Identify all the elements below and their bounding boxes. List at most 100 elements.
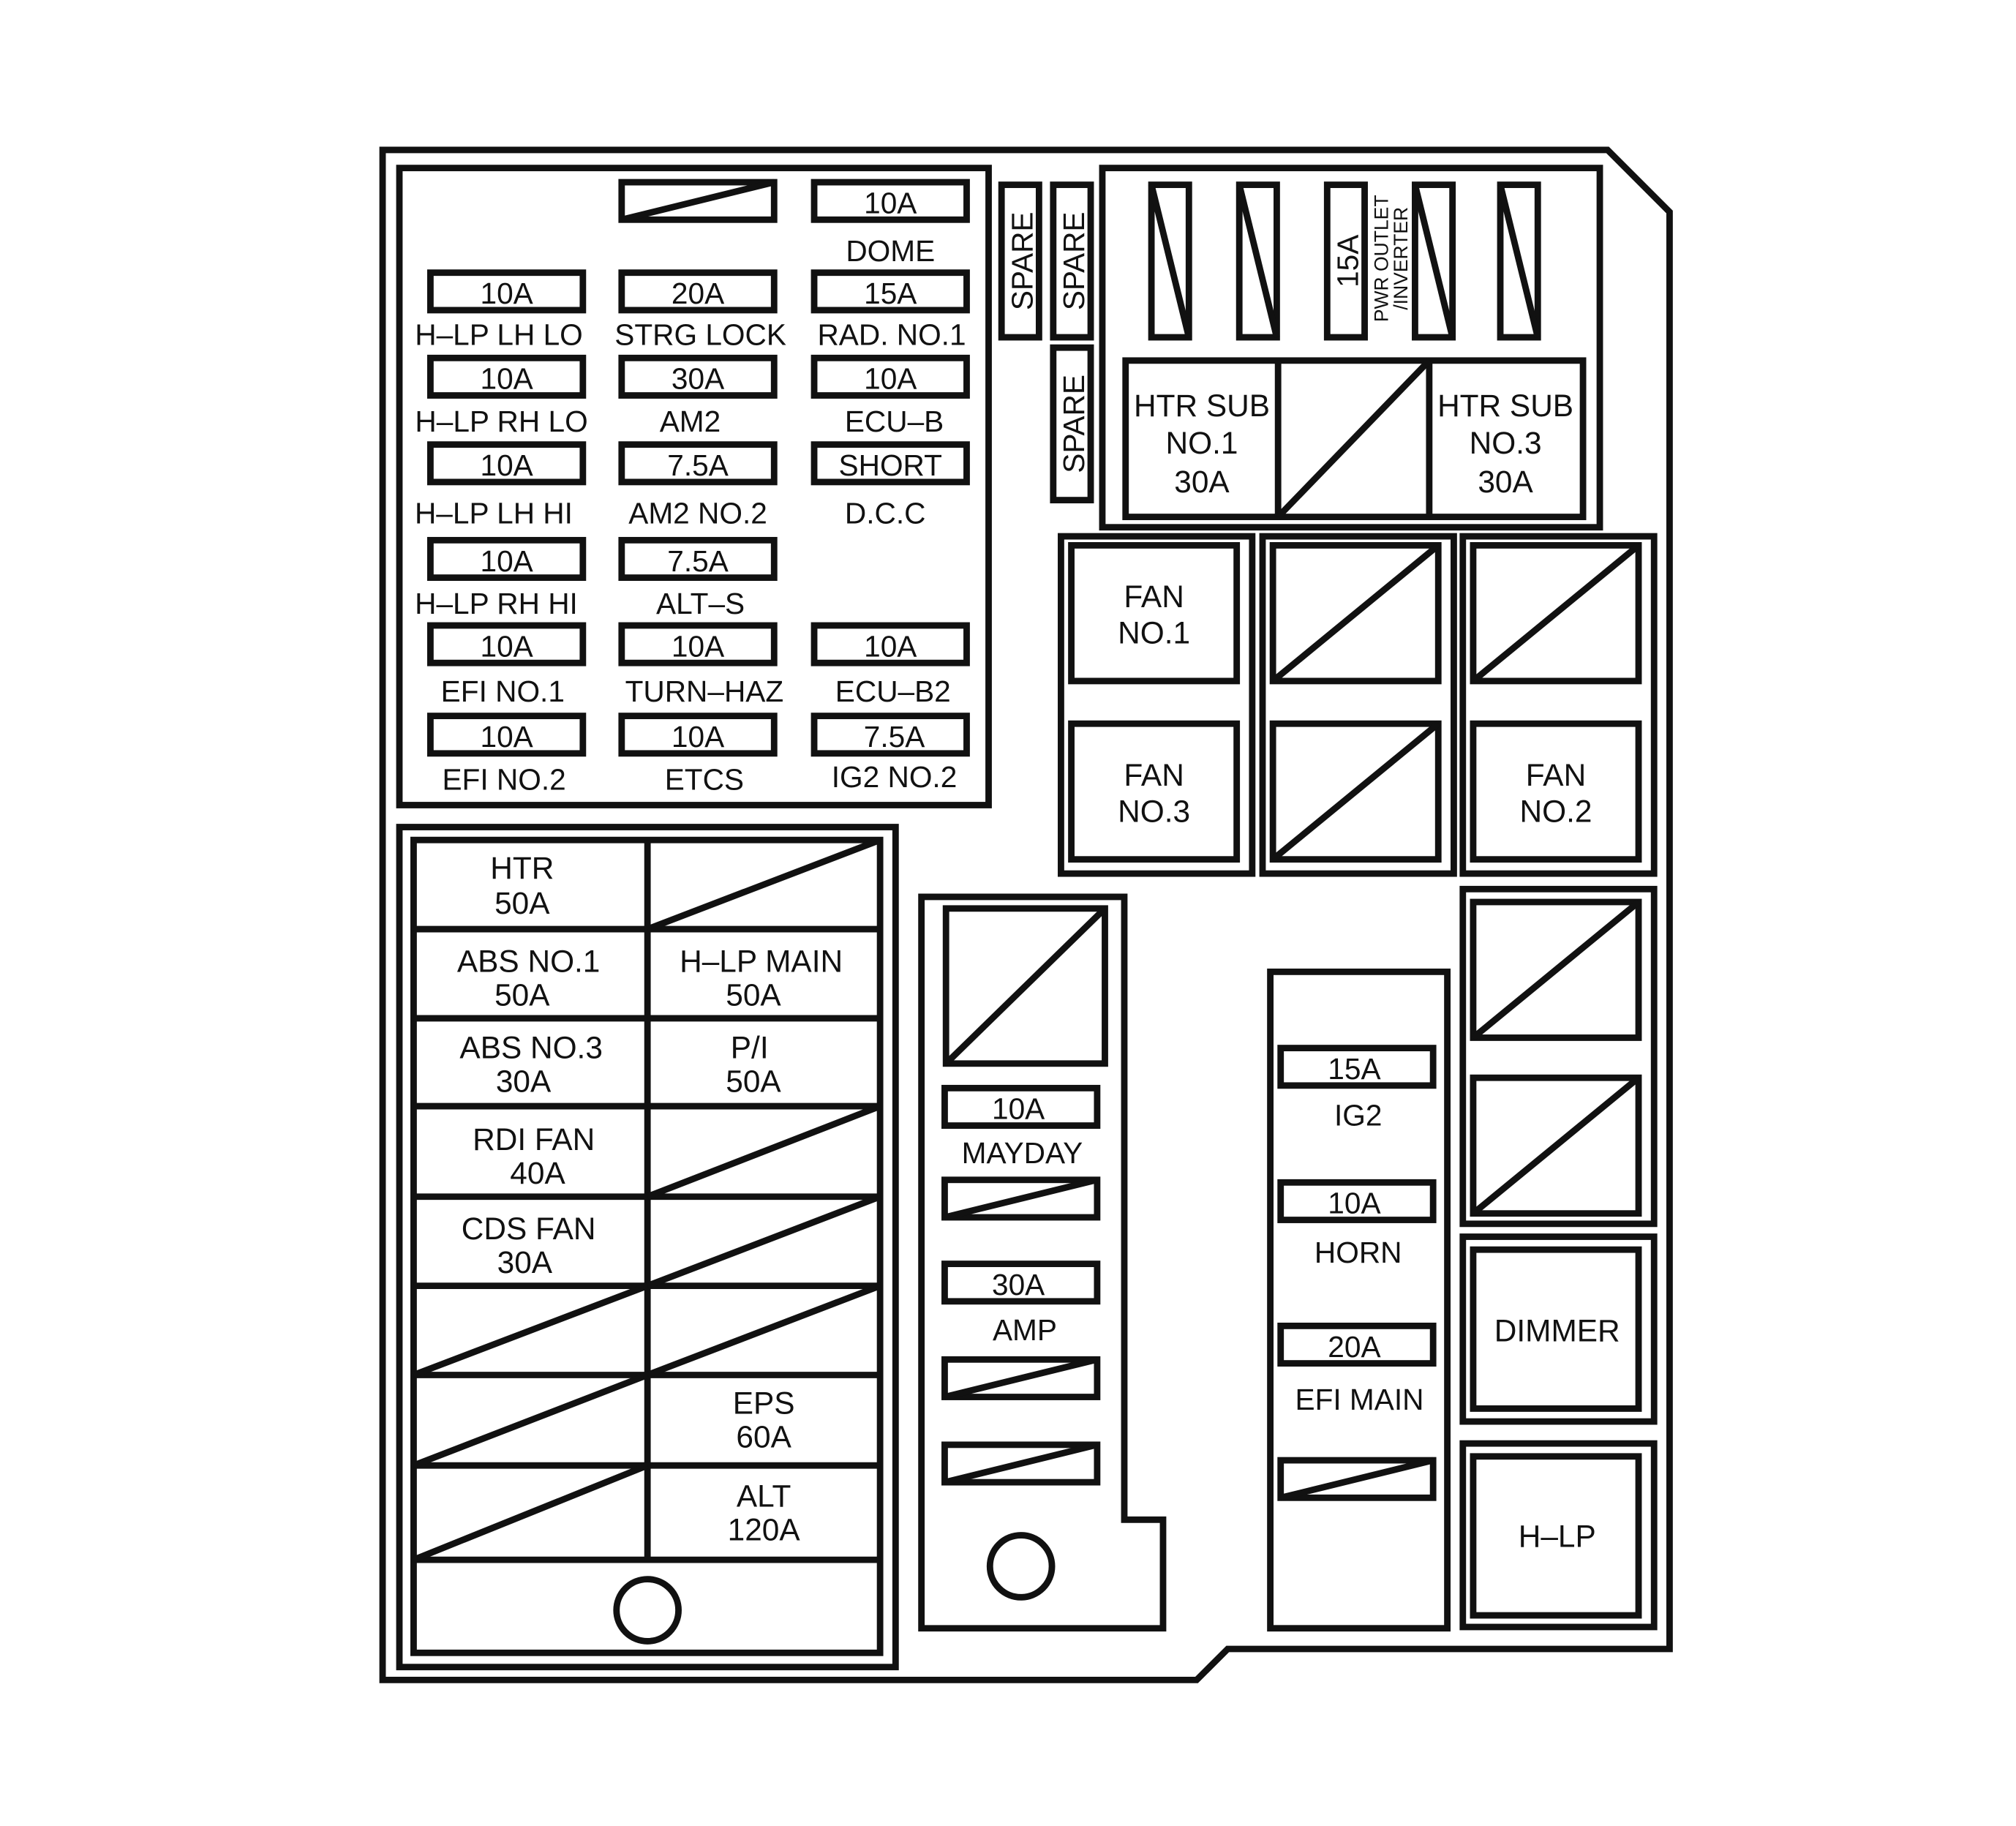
fusible-link-mounting-hole	[613, 1576, 682, 1645]
relay-line: NO.1	[1118, 616, 1190, 650]
fuse-label: ETCS	[665, 762, 744, 796]
fusible-link-block	[396, 824, 899, 1671]
relay-column-4	[1459, 885, 1658, 1228]
fuse-turn-haz: 10A TURN–HAZ	[618, 622, 784, 708]
fusible-link-line: HTR	[490, 851, 554, 885]
fuse-label: H–LP LH LO	[415, 318, 583, 352]
fuse-alt-s: 7.5A ALT–S	[618, 536, 778, 620]
fuse-horn: 10A HORN	[1277, 1179, 1437, 1269]
relay-fan-no2: FAN NO.2	[1470, 720, 1642, 863]
fusible-link-line: ABS NO.1	[457, 944, 600, 978]
fusible-link-line: EPS	[733, 1386, 795, 1421]
fuse-label: RAD. NO.1	[817, 318, 966, 352]
fusible-link-rdi-fan: RDI FAN 40A	[473, 1122, 595, 1190]
relay-line: NO.2	[1520, 794, 1592, 828]
fuse-amp: 20A	[672, 277, 724, 310]
htr-sub-empty-slot	[1276, 358, 1432, 519]
fuse-hlp-rh-lo: 10A H–LP RH LO	[415, 354, 588, 438]
fuse-label: IG2 NO.2	[832, 760, 958, 794]
fusible-link-line: P/I	[731, 1031, 769, 1065]
fusible-link-hlp-main: H–LP MAIN 50A	[680, 944, 843, 1012]
relay-empty-1	[1269, 542, 1442, 685]
fuse-amp: 10A	[1328, 1187, 1380, 1220]
fuse-label: AM2 NO.2	[628, 496, 767, 530]
fusible-link-eps: EPS 60A	[733, 1386, 795, 1454]
vertical-fuse-4	[1412, 181, 1456, 341]
fusible-link-cds-fan: CDS FAN 30A	[462, 1211, 596, 1280]
fusible-link-empty	[412, 1372, 649, 1469]
fuse-etcs: 10A ETCS	[618, 713, 778, 796]
fusible-link-empty	[646, 1193, 881, 1289]
spare-label: SPARE	[1006, 211, 1039, 310]
fuse-label: EFI MAIN	[1295, 1383, 1423, 1416]
htr-sub-line: 30A	[1478, 465, 1533, 499]
fuse-amp: 20A	[1328, 1330, 1380, 1364]
relay-dimmer: DIMMER	[1470, 1246, 1642, 1412]
relay-column-3	[1459, 533, 1658, 877]
fuse-amp: 10A	[480, 544, 533, 578]
fuse-right-empty	[1277, 1457, 1437, 1501]
right-fuse-strip	[1267, 968, 1451, 1632]
fusible-link-line: CDS FAN	[462, 1211, 596, 1246]
fuse-label: ECU–B	[845, 405, 944, 438]
fuse-am2-no2: 7.5A AM2 NO.2	[618, 441, 778, 530]
fusible-link-line: 30A	[497, 1245, 553, 1280]
fusible-link-line: 50A	[726, 977, 781, 1012]
htr-sub-line: NO.3	[1470, 426, 1542, 460]
fusible-link-line: ABS NO.3	[459, 1031, 602, 1065]
vertical-fuse-5	[1497, 181, 1541, 341]
fuse-amp: 10A	[672, 629, 724, 663]
center-fuse-block	[918, 893, 1167, 1632]
fusible-link-line: ALT	[737, 1479, 791, 1514]
fusible-link-line: 120A	[728, 1513, 801, 1547]
fuse-dcc: SHORT D.C.C	[810, 441, 970, 530]
fuse-center-empty-1	[941, 1176, 1101, 1221]
relay-hlp-frame	[1459, 1440, 1658, 1631]
relay-line: FAN	[1124, 758, 1184, 792]
fuse-label: H–LP RH LO	[415, 405, 587, 438]
mini-fuse-block	[396, 165, 992, 808]
fusible-link-line: 60A	[736, 1419, 791, 1454]
center-relay-empty	[942, 905, 1108, 1067]
relay-hlp: H–LP	[1470, 1453, 1642, 1619]
fuse-hlp-lh-lo: 10A H–LP LH LO	[415, 269, 587, 352]
fuse-label: AM2	[660, 405, 721, 438]
fuse-hlp-rh-hi: 10A H–LP RH HI	[415, 536, 587, 620]
vertical-fuse-2	[1235, 181, 1280, 341]
fusible-link-empty	[646, 1282, 881, 1378]
relay-line: DIMMER	[1494, 1314, 1620, 1348]
relay-line: FAN	[1526, 758, 1586, 792]
relay-column-1	[1058, 533, 1256, 877]
fuse-label: HORN	[1314, 1236, 1402, 1269]
fusible-link-line: 50A	[494, 977, 550, 1012]
fuse-label: ECU–B2	[835, 675, 951, 708]
relay-empty-5	[1470, 1074, 1642, 1217]
fuse-amp: 7.5A	[864, 720, 925, 754]
fuse-label: TURN–HAZ	[625, 675, 784, 708]
relay-empty-3	[1470, 542, 1642, 685]
relay-dimmer-frame	[1459, 1233, 1658, 1425]
fuse-label: IG2	[1334, 1099, 1382, 1132]
fuse-efi-no1: 10A EFI NO.1	[426, 622, 587, 708]
fusible-link-htr: HTR 50A	[490, 851, 554, 920]
fuse-amp: SHORT	[839, 448, 942, 482]
fuse-dome: 10A DOME	[810, 179, 970, 268]
fuse-box-outline	[379, 146, 1673, 1683]
fusible-link-empty	[412, 1462, 649, 1563]
fuse-label: D.C.C	[845, 496, 926, 530]
fuse-amp: 10A	[480, 629, 533, 663]
fuse-amp: 30A	[672, 362, 724, 396]
fuse-amp: 10A	[480, 362, 533, 396]
vertical-fuse-1	[1148, 181, 1192, 341]
htr-sub-line: HTR SUB	[1134, 388, 1270, 423]
relay-line: H–LP	[1519, 1519, 1596, 1553]
fuse-ecu-b: 10A ECU–B	[810, 354, 970, 438]
spare-label: SPARE	[1057, 375, 1091, 473]
fuse-ecu-b2: 10A ECU–B2	[810, 622, 970, 708]
fuse-amp: 10A	[864, 186, 917, 219]
relay-empty-2	[1269, 720, 1442, 863]
fusible-link-line: RDI FAN	[473, 1122, 595, 1157]
relay-column-2	[1259, 533, 1457, 877]
fuse-amp: 10A	[864, 362, 917, 396]
